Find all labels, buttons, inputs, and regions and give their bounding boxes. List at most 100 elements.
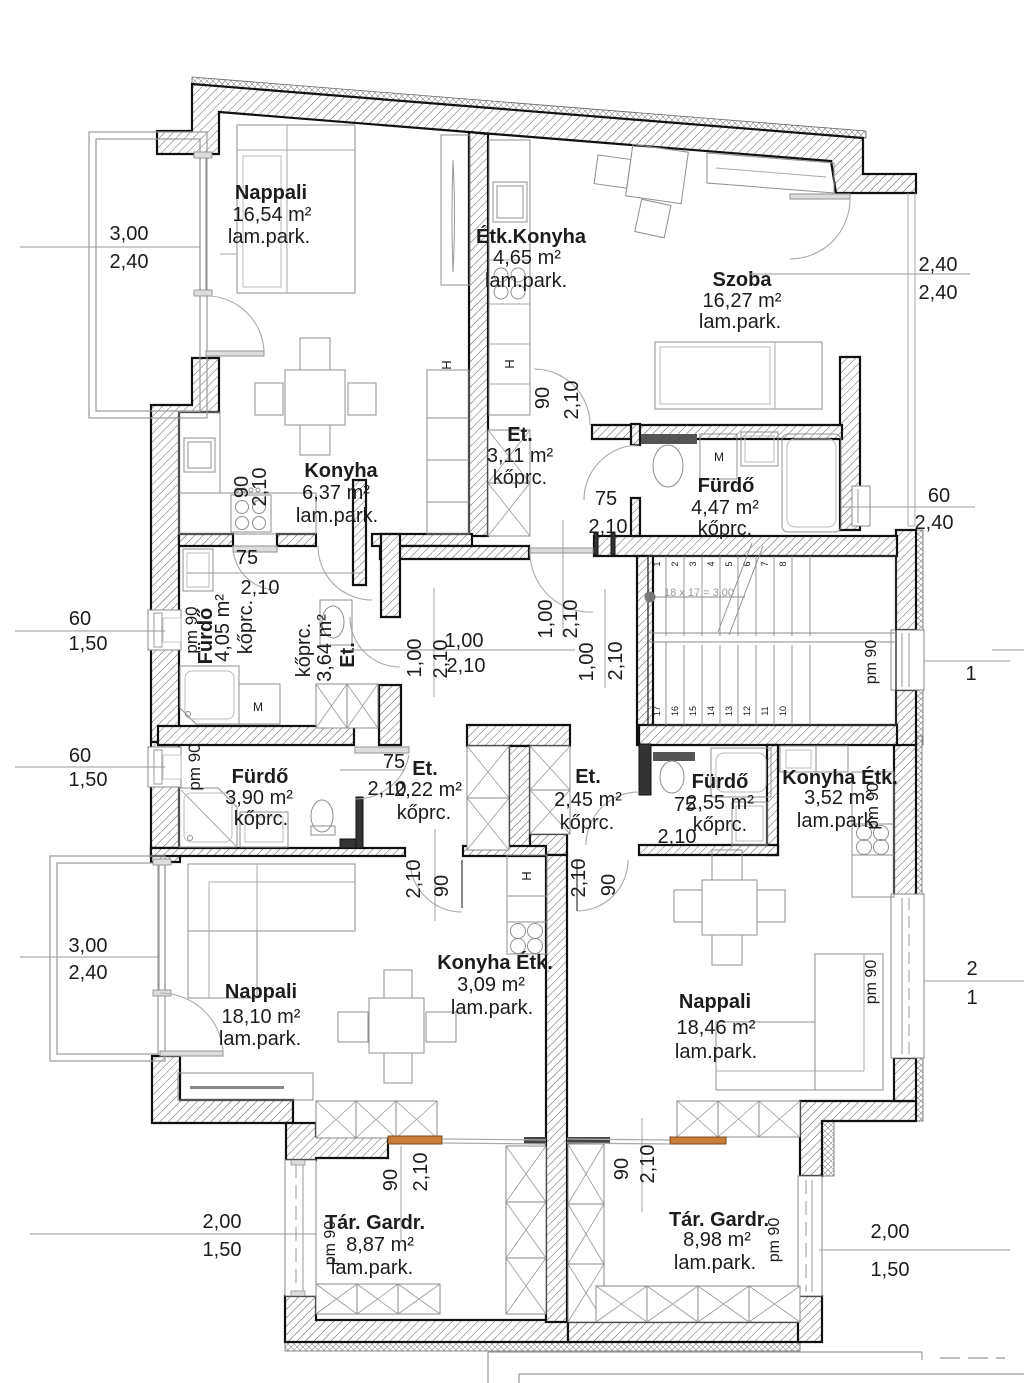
svg-text:2,10: 2,10 (368, 778, 407, 800)
svg-text:H: H (439, 360, 454, 369)
svg-text:1,50: 1,50 (69, 633, 108, 655)
svg-text:2,10: 2,10 (637, 1145, 659, 1184)
svg-text:2,10: 2,10 (560, 600, 582, 639)
svg-text:pm 90: pm 90 (182, 606, 201, 653)
svg-text:3,64 m²: 3,64 m² (314, 614, 336, 682)
svg-text:2: 2 (670, 561, 680, 566)
svg-text:lam.park.: lam.park. (699, 311, 781, 333)
svg-text:1,50: 1,50 (203, 1239, 242, 1261)
svg-text:3,90 m²: 3,90 m² (225, 787, 293, 809)
svg-text:90: 90 (532, 387, 554, 409)
svg-text:lam.park.: lam.park. (331, 1257, 413, 1279)
svg-text:8,87 m²: 8,87 m² (346, 1234, 414, 1256)
svg-text:16: 16 (670, 706, 680, 716)
svg-text:Fürdő: Fürdő (195, 608, 217, 665)
svg-text:kőprc.: kőprc. (234, 808, 288, 830)
svg-text:1,00: 1,00 (576, 643, 598, 682)
svg-text:90: 90 (611, 1158, 633, 1180)
svg-text:13: 13 (724, 706, 734, 716)
svg-text:Fürdő: Fürdő (692, 771, 749, 793)
svg-text:kőprc.: kőprc. (293, 623, 315, 677)
svg-text:Konyha Étk.: Konyha Étk. (437, 951, 553, 974)
svg-text:1,00: 1,00 (445, 630, 484, 652)
svg-text:16,54 m²: 16,54 m² (233, 204, 312, 226)
svg-text:90: 90 (380, 1169, 402, 1191)
svg-text:3,52 m²: 3,52 m² (804, 787, 872, 809)
svg-text:Et.: Et. (337, 642, 359, 668)
svg-text:18 x 17 = 3,00: 18 x 17 = 3,00 (664, 587, 734, 599)
svg-text:Fürdő: Fürdő (698, 475, 755, 497)
svg-text:8: 8 (778, 561, 788, 566)
svg-text:pm 90: pm 90 (863, 640, 880, 685)
svg-text:1: 1 (966, 987, 977, 1009)
svg-text:M: M (714, 450, 724, 464)
svg-text:Et.: Et. (507, 424, 533, 446)
svg-text:75: 75 (383, 751, 405, 773)
svg-text:11: 11 (760, 706, 770, 715)
svg-text:Nappali: Nappali (679, 991, 751, 1013)
svg-text:pm 90: pm 90 (185, 743, 204, 790)
svg-text:6: 6 (742, 561, 752, 566)
svg-text:60: 60 (928, 485, 950, 507)
svg-text:4,65 m²: 4,65 m² (493, 247, 561, 269)
svg-text:pm 90: pm 90 (863, 960, 880, 1005)
svg-text:lam.park.: lam.park. (485, 270, 567, 292)
svg-text:18,46 m²: 18,46 m² (677, 1017, 756, 1039)
svg-text:Fürdő: Fürdő (232, 766, 289, 788)
svg-text:2,10: 2,10 (430, 640, 452, 679)
svg-text:3,11 m²: 3,11 m² (487, 445, 554, 467)
svg-text:2,10: 2,10 (410, 1153, 432, 1192)
svg-text:1,50: 1,50 (871, 1259, 910, 1281)
svg-text:Et.: Et. (575, 766, 601, 788)
svg-text:kőprc.: kőprc. (693, 814, 747, 836)
svg-text:2,22 m²: 2,22 m² (394, 779, 462, 801)
svg-text:Tár. Gardr.: Tár. Gardr. (325, 1212, 425, 1234)
svg-text:75: 75 (595, 488, 617, 510)
svg-text:8,98 m²: 8,98 m² (683, 1229, 751, 1251)
svg-text:kőprc.: kőprc. (560, 812, 614, 834)
svg-text:2,10: 2,10 (447, 655, 486, 677)
svg-text:12: 12 (742, 706, 752, 716)
svg-text:4: 4 (706, 561, 716, 566)
svg-text:2,00: 2,00 (871, 1221, 910, 1243)
svg-text:75: 75 (674, 794, 696, 816)
svg-text:1: 1 (965, 663, 976, 685)
svg-text:3: 3 (688, 561, 698, 566)
svg-text:pm 90: pm 90 (322, 1221, 339, 1266)
svg-text:16,27 m²: 16,27 m² (703, 290, 782, 312)
svg-text:Konyha: Konyha (304, 460, 378, 482)
svg-text:90: 90 (431, 875, 453, 897)
svg-text:lam.park.: lam.park. (296, 505, 378, 527)
svg-text:kőprc.: kőprc. (698, 518, 752, 540)
svg-text:2,10: 2,10 (589, 516, 628, 538)
svg-text:10: 10 (778, 706, 788, 716)
svg-text:2,10: 2,10 (605, 642, 627, 681)
svg-text:60: 60 (69, 608, 91, 630)
svg-text:kőprc.: kőprc. (397, 802, 451, 824)
svg-text:2,40: 2,40 (919, 254, 958, 276)
svg-text:5: 5 (724, 561, 734, 566)
svg-text:4,47 m²: 4,47 m² (691, 497, 759, 519)
svg-text:lam.park.: lam.park. (228, 226, 310, 248)
svg-text:Szoba: Szoba (713, 269, 773, 291)
svg-text:2,45 m²: 2,45 m² (554, 789, 622, 811)
svg-text:15: 15 (688, 706, 698, 716)
svg-text:1,50: 1,50 (69, 769, 108, 791)
svg-text:2,40: 2,40 (919, 282, 958, 304)
svg-text:kőprc.: kőprc. (235, 600, 257, 654)
svg-text:Et.: Et. (412, 758, 438, 780)
svg-text:Étk.Konyha: Étk.Konyha (476, 225, 587, 248)
svg-text:lam.park.: lam.park. (797, 810, 879, 832)
svg-text:2,10: 2,10 (561, 381, 583, 420)
svg-text:60: 60 (69, 745, 91, 767)
svg-text:H: H (519, 871, 534, 880)
svg-text:lam.park.: lam.park. (451, 997, 533, 1019)
svg-text:2,40: 2,40 (69, 962, 108, 984)
svg-text:lam.park.: lam.park. (675, 1041, 757, 1063)
svg-text:75: 75 (236, 547, 258, 569)
svg-text:2: 2 (966, 958, 977, 980)
svg-text:3,09 m²: 3,09 m² (457, 974, 525, 996)
svg-text:18,10 m²: 18,10 m² (222, 1006, 301, 1028)
svg-text:M: M (253, 700, 263, 714)
svg-text:90: 90 (231, 476, 253, 498)
